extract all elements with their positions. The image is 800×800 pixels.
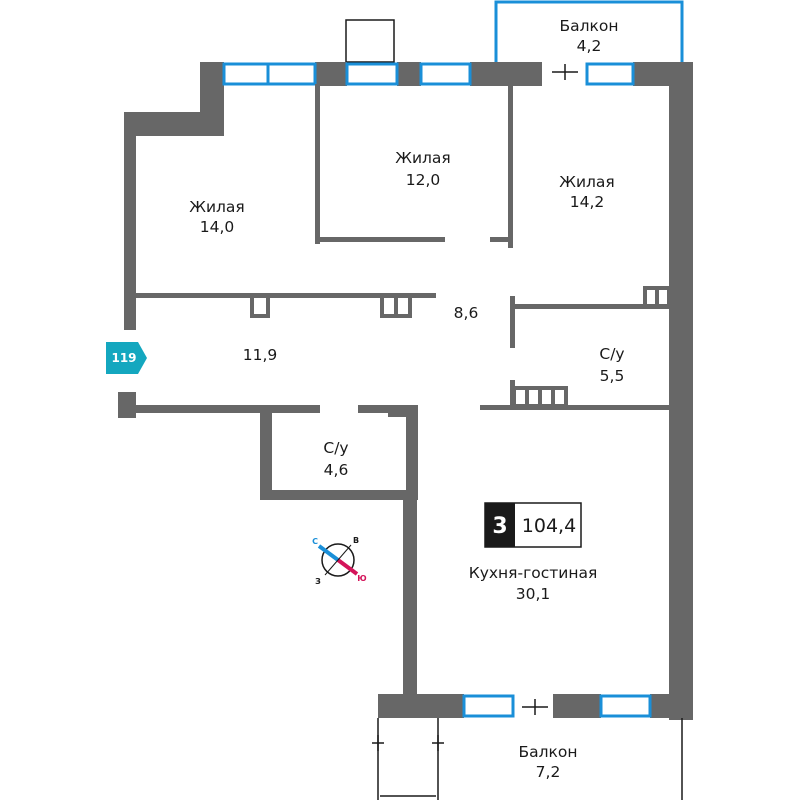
balcony-bottom-name: Балкон — [518, 743, 577, 761]
room-living2-area: 12,0 — [406, 171, 441, 189]
apartment-number-tag: 119 — [106, 342, 147, 374]
balcony-top-name: Балкон — [559, 17, 618, 35]
room-living3-name: Жилая — [559, 173, 615, 191]
compass-icon: С В З Ю — [312, 536, 367, 586]
room-bath1-name: С/у — [599, 345, 624, 363]
balcony-top-outline — [345, 0, 684, 63]
compass-south: Ю — [357, 574, 366, 583]
apartment-number: 119 — [111, 351, 136, 365]
compass-north: С — [312, 537, 318, 546]
apartment-rooms-count: 3 — [492, 514, 507, 539]
room-bath1-area: 5,5 — [600, 367, 625, 385]
apartment-badge: 3 104,4 — [484, 502, 582, 548]
apartment-total-area: 104,4 — [522, 515, 576, 537]
balcony-bottom-outline — [372, 718, 683, 800]
room-corridor-area: 11,9 — [243, 346, 278, 364]
compass-east: В — [353, 536, 359, 545]
room-bath2-name: С/у — [323, 439, 348, 457]
room-living1-name: Жилая — [189, 198, 245, 216]
room-living3-area: 14,2 — [570, 193, 605, 211]
room-bath2-area: 4,6 — [324, 461, 349, 479]
room-kitchen-name: Кухня-гостиная — [469, 564, 598, 582]
room-kitchen-area: 30,1 — [516, 585, 551, 603]
balcony-top-area: 4,2 — [577, 37, 602, 55]
balcony-bottom-area: 7,2 — [536, 763, 561, 781]
room-living1-area: 14,0 — [200, 218, 235, 236]
windows — [222, 62, 652, 718]
room-hall-area: 8,6 — [454, 304, 479, 322]
room-living2-name: Жилая — [395, 149, 451, 167]
interior-walls — [136, 84, 671, 500]
outer-walls — [118, 62, 693, 720]
compass-west: З — [315, 577, 321, 586]
